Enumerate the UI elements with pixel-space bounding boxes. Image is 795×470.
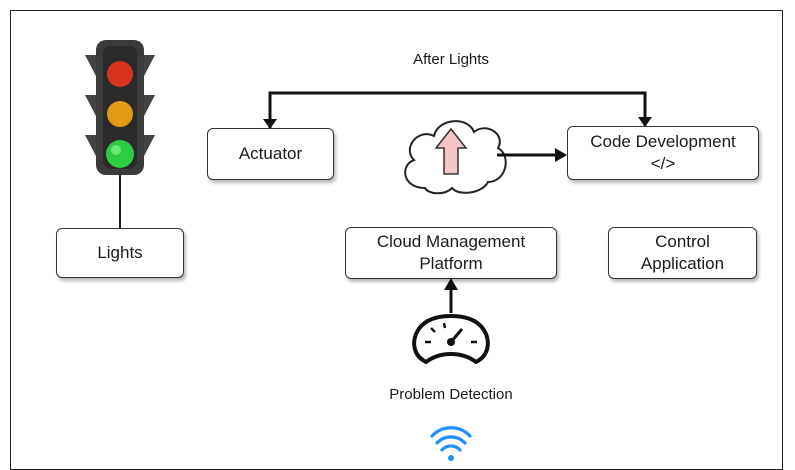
after-lights-label: After Lights: [413, 51, 489, 68]
amber-light-icon: [107, 101, 133, 127]
actuator-box: Actuator: [207, 128, 334, 180]
speedometer-icon: [412, 314, 490, 364]
code-development-box: Code Development </>: [567, 126, 759, 180]
code-development-symbol: </>: [650, 154, 676, 173]
actuator-label: Actuator: [238, 144, 303, 163]
cloud-management-platform-box: Cloud Management Platform: [345, 227, 557, 279]
traffic-light-icon: [85, 40, 155, 175]
control-application-box: Control Application: [608, 227, 757, 279]
cloud-upload-icon: [404, 120, 507, 195]
red-light-icon: [107, 61, 133, 87]
green-light-icon: [106, 140, 134, 168]
wifi-icon: [430, 426, 472, 461]
lights-label: Lights: [97, 243, 143, 262]
cloud-management-label-line2: Platform: [419, 254, 483, 273]
control-application-label-line2: Application: [640, 254, 725, 273]
code-development-label: Code Development: [590, 132, 736, 151]
cloud-management-label-line1: Cloud Management: [376, 232, 526, 251]
control-application-label-line1: Control: [655, 232, 710, 251]
lights-box: Lights: [56, 228, 184, 278]
problem-detection-label: Problem Detection: [389, 386, 513, 403]
after-lights-connector: [268, 91, 647, 128]
